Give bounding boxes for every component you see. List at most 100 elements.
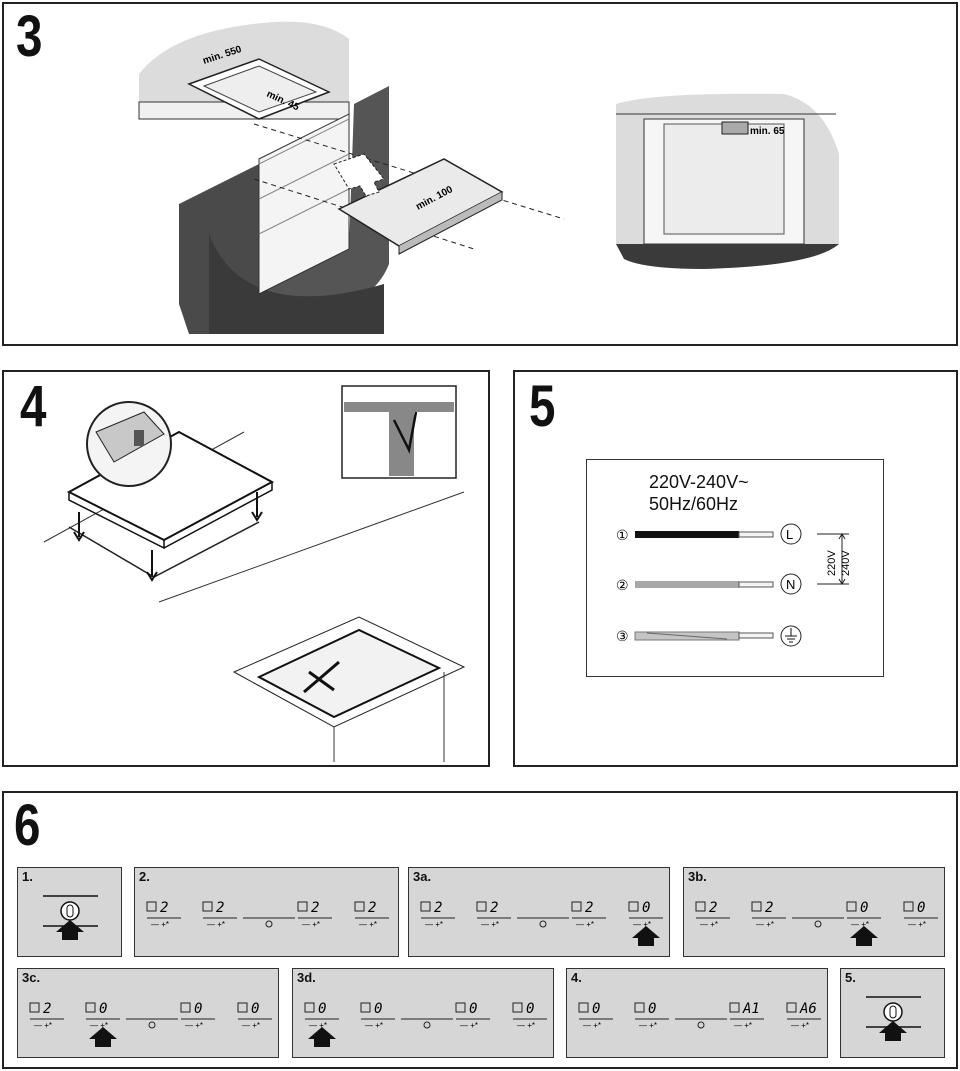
minus-plus-icon: — +* [151, 920, 169, 929]
minus-plus-icon: — +* [700, 920, 718, 929]
zone-power-level: 0 [526, 1001, 534, 1017]
wiring-diagram: 220V-240V~ 50Hz/60Hz ① L ② N ③ 220V 240V [586, 459, 884, 677]
control-panel-display: 2— +*0— +*0— +*0— +* [29, 1001, 272, 1047]
minus-plus-icon: — +* [359, 920, 377, 929]
minus-plus-icon: — +* [34, 1021, 52, 1030]
step-3d: 3d. 0 — +* 0 — +* 0 — +* 0 — +* [292, 968, 554, 1058]
step-label: 2. [139, 869, 150, 884]
voltage-bracket-label: 220V [826, 550, 838, 576]
timer-icon [814, 920, 822, 928]
minus-plus-icon: — +* [633, 920, 651, 929]
minus-plus-icon: — +* [309, 1021, 327, 1030]
zone-icon [578, 1002, 589, 1013]
zone-icon [237, 1002, 248, 1013]
wire-live [635, 531, 739, 538]
control-panel-display: 2— +*2— +*2— +*0— +* [420, 900, 663, 946]
minus-plus-icon: — +* [185, 1021, 203, 1030]
minus-plus-icon: — +* [242, 1021, 260, 1030]
timer-icon [539, 920, 547, 928]
panel-4: 4 [2, 370, 490, 767]
zone-icon [751, 901, 762, 912]
zone-power-level: 0 [917, 900, 925, 916]
timer-icon [423, 1021, 431, 1029]
zone-power-level: 2 [585, 900, 593, 916]
zone-icon [420, 901, 431, 912]
wire-index: ③ [616, 628, 629, 644]
zone-power-level: 0 [318, 1001, 326, 1017]
zone-icon [512, 1002, 523, 1013]
zone-power-level: 2 [490, 900, 498, 916]
zone-power-level: 2 [43, 1001, 51, 1017]
control-panel-display: 0 — +* 0 — +* 0 — +* 0 — +* [304, 1001, 547, 1047]
press-arrow-icon [308, 1027, 336, 1047]
panel-number: 5 [529, 374, 556, 439]
step-label: 1. [22, 869, 33, 884]
terminal-N [780, 573, 802, 595]
minus-plus-icon: — +* [365, 1021, 383, 1030]
terminal-label: N [786, 577, 795, 592]
panel-number: 3 [16, 4, 43, 69]
zone-icon [628, 901, 639, 912]
dimension-label-65: min. 65 [750, 126, 785, 137]
frequency-label: 50Hz/60Hz [649, 494, 739, 514]
hob-placement-drawing [43, 385, 466, 762]
timer-icon [148, 1021, 156, 1029]
step-3a: 3a.2— +*2— +*2— +*0— +* [408, 867, 670, 957]
zone-icon [571, 901, 582, 912]
zone-icon [202, 901, 213, 912]
minus-plus-icon: — +* [908, 920, 926, 929]
step-1: 1. [17, 867, 122, 957]
zone-icon [180, 1002, 191, 1013]
zone-power-level: 2 [160, 900, 168, 916]
zone-icon [695, 901, 706, 912]
step-3b: 3b.2— +*2— +*0— +*0— +* [683, 867, 945, 957]
terminal-label: L [786, 527, 793, 542]
step-label: 3b. [688, 869, 707, 884]
cabinet-installation-drawing: min. 550 min. 45 min. 100 min. 65 [138, 21, 839, 334]
step-label: 5. [845, 970, 856, 985]
zone-power-level: A1 [742, 1001, 760, 1017]
zone-power-level: 0 [469, 1001, 477, 1017]
zone-power-level: 0 [642, 900, 650, 916]
wires-svg: ① L ② N ③ 220V 240V [616, 523, 852, 647]
voltage-bracket-label: 240V [840, 550, 852, 576]
zone-icon [297, 901, 308, 912]
press-arrow-icon [632, 926, 660, 946]
step-3c: 3c.2— +*0— +*0— +*0— +* [17, 968, 279, 1058]
zone-power-level: 2 [765, 900, 773, 916]
minus-plus-icon: — +* [517, 1021, 535, 1030]
zone-power-level: 0 [194, 1001, 202, 1017]
zone-power-level: 0 [99, 1001, 107, 1017]
timer-icon [265, 920, 273, 928]
zone-icon [729, 1002, 740, 1013]
control-panel-display: 2— +*2— +*2— +*2— +* [146, 900, 389, 929]
step-4: 4.0— +*0— +*A1— +*A6— +* [566, 968, 828, 1058]
minus-plus-icon: — +* [851, 920, 869, 929]
minus-plus-icon: — +* [639, 1021, 657, 1030]
minus-plus-icon: — +* [791, 1021, 809, 1030]
zone-icon [85, 1002, 96, 1013]
voltage-label: 220V-240V~ [649, 472, 749, 492]
zone-power-level: 2 [434, 900, 442, 916]
minus-plus-icon: — +* [90, 1021, 108, 1030]
zone-icon [354, 901, 365, 912]
terminal-L [780, 523, 802, 545]
panel-number: 4 [20, 374, 47, 439]
zone-icon [476, 901, 487, 912]
press-arrow-icon [850, 926, 878, 946]
zone-power-level: 0 [592, 1001, 600, 1017]
control-panel-display: 0— +*0— +*A1— +*A6— +* [578, 1001, 821, 1030]
minus-plus-icon: — +* [460, 1021, 478, 1030]
zone-icon [29, 1002, 40, 1013]
zone-icon [634, 1002, 645, 1013]
zone-icon [146, 901, 157, 912]
power-switch-icon [43, 895, 98, 940]
zone-power-level: A6 [799, 1001, 817, 1017]
minus-plus-icon: — +* [583, 1021, 601, 1030]
minus-plus-icon: — +* [207, 920, 225, 929]
minus-plus-icon: — +* [425, 920, 443, 929]
step-5: 5. [840, 968, 945, 1058]
zone-power-level: 0 [374, 1001, 382, 1017]
step-label: 3d. [297, 970, 316, 985]
zone-power-level: 2 [311, 900, 319, 916]
